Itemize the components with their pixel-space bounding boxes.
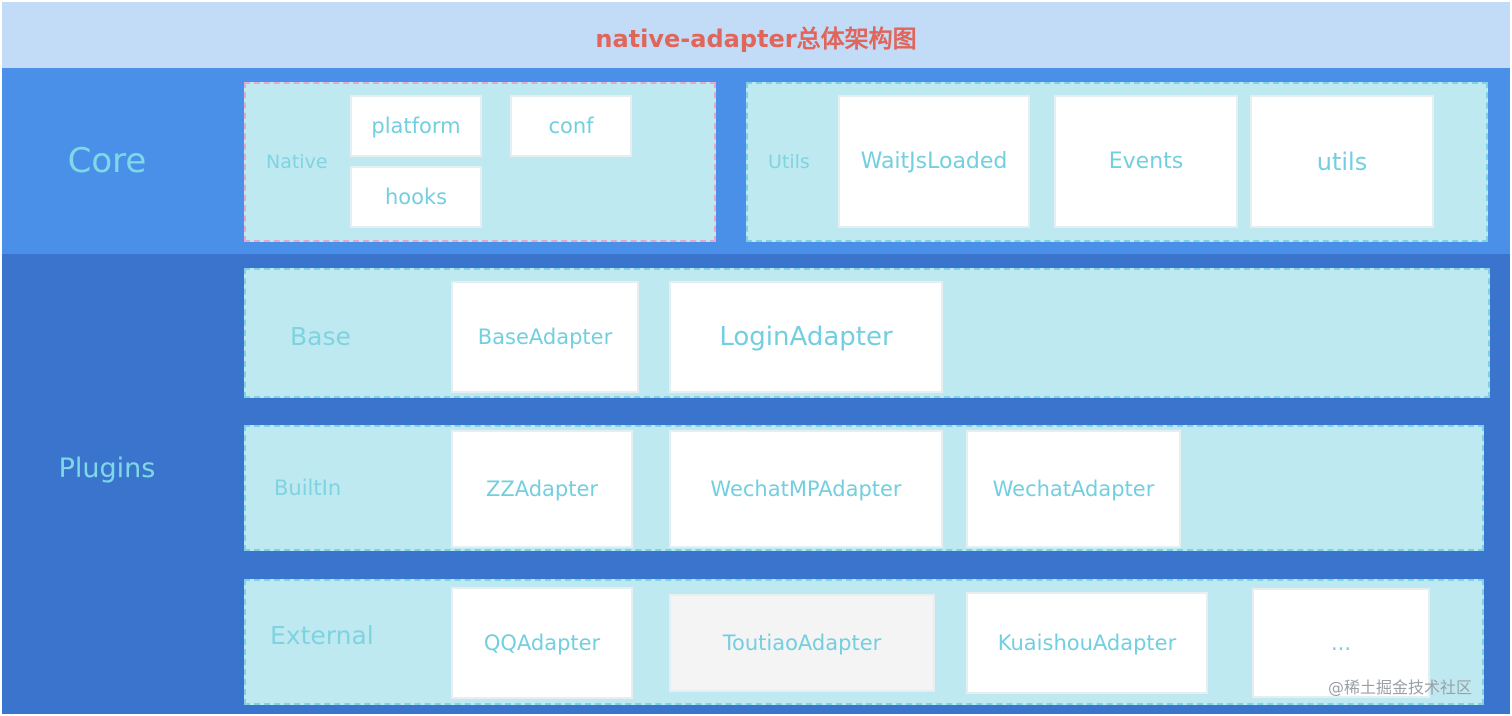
utils-group-label: Utils [768,151,810,173]
title-band [2,2,1510,68]
kuaishouadapter-box: KuaishouAdapter [966,592,1208,694]
events-box: Events [1054,95,1238,228]
loginadapter-box: LoginAdapter [669,281,943,393]
baseadapter-box: BaseAdapter [451,281,639,393]
plugins-layer-label: Plugins [58,452,156,484]
native-group-label: Native [266,151,328,173]
platform-box: platform [350,95,482,157]
external-group-label: External [270,620,374,650]
base-group-label: Base [290,321,351,351]
utils-box: utils [1250,95,1434,228]
builtin-group-label: BuiltIn [274,476,342,500]
qqadapter-box: QQAdapter [451,587,633,699]
zzadapter-box: ZZAdapter [451,430,633,548]
toutiaoadapter-box: ToutiaoAdapter [669,594,935,692]
core-layer-label: Core [67,141,147,181]
waitjsloaded-box: WaitJsLoaded [838,95,1030,228]
more-adapters-box: ... [1252,588,1430,698]
watermark: @稀土掘金技术社区 [1328,678,1473,697]
wechatadapter-box: WechatAdapter [966,430,1181,548]
wechatmpadapter-box: WechatMPAdapter [669,430,943,548]
diagram-title: native-adapter总体架构图 [595,24,917,53]
hooks-box: hooks [350,166,482,228]
conf-box: conf [510,95,632,157]
